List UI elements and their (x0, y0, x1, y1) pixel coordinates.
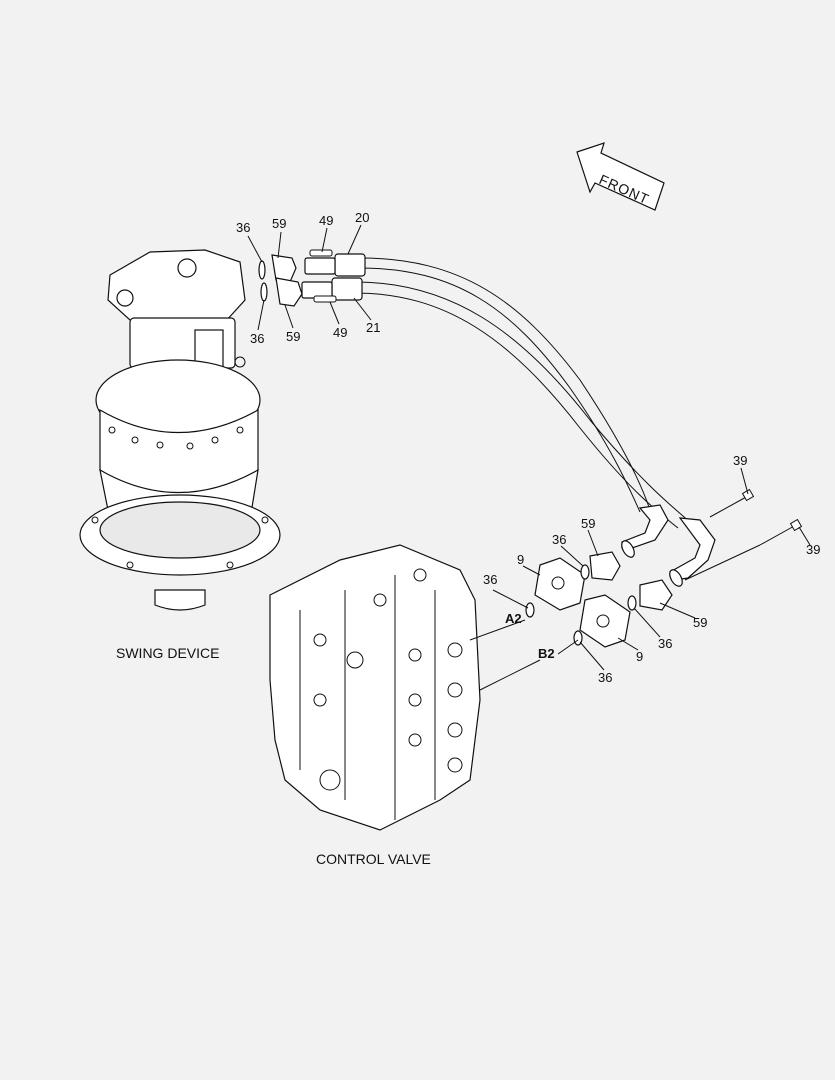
swing-device-bolts (91, 426, 269, 569)
control-valve (269, 544, 481, 831)
long-bolts (684, 488, 803, 581)
valve-adapters (525, 551, 673, 648)
port-label-b2: B2 (538, 646, 555, 661)
callout-59-right-upper: 59 (581, 516, 595, 531)
callout-36-right-lower: 36 (658, 636, 672, 651)
caption-control-valve: CONTROL VALVE (316, 851, 431, 867)
callout-59-right-lower: 59 (693, 615, 707, 630)
callout-39-lower: 39 (806, 542, 820, 557)
callout-20: 20 (355, 210, 369, 225)
callout-39-upper: 39 (733, 453, 747, 468)
callout-49-bottom: 49 (333, 325, 347, 340)
hoses (301, 253, 716, 587)
front-arrow: FRONT (576, 142, 665, 211)
callout-59-top: 59 (272, 216, 286, 231)
callout-49-top: 49 (319, 213, 333, 228)
control-valve-ports (313, 568, 463, 791)
port-label-a2: A2 (505, 611, 522, 626)
callout-9-upper: 9 (517, 552, 524, 567)
callout-9-lower: 9 (636, 649, 643, 664)
callout-36-a2: 36 (483, 572, 497, 587)
leader-lines (247, 224, 811, 691)
callout-36-right-upper: 36 (552, 532, 566, 547)
callouts: 36 59 49 20 36 59 49 21 39 39 59 36 9 36… (236, 210, 820, 685)
callout-36-b2: 36 (598, 670, 612, 685)
motor-flanges (258, 249, 337, 307)
callout-21: 21 (366, 320, 380, 335)
callout-36-motor: 36 (250, 331, 264, 346)
caption-swing-device: SWING DEVICE (116, 645, 219, 661)
callout-59-motor: 59 (286, 329, 300, 344)
swing-device (79, 249, 281, 611)
callout-36-top: 36 (236, 220, 250, 235)
